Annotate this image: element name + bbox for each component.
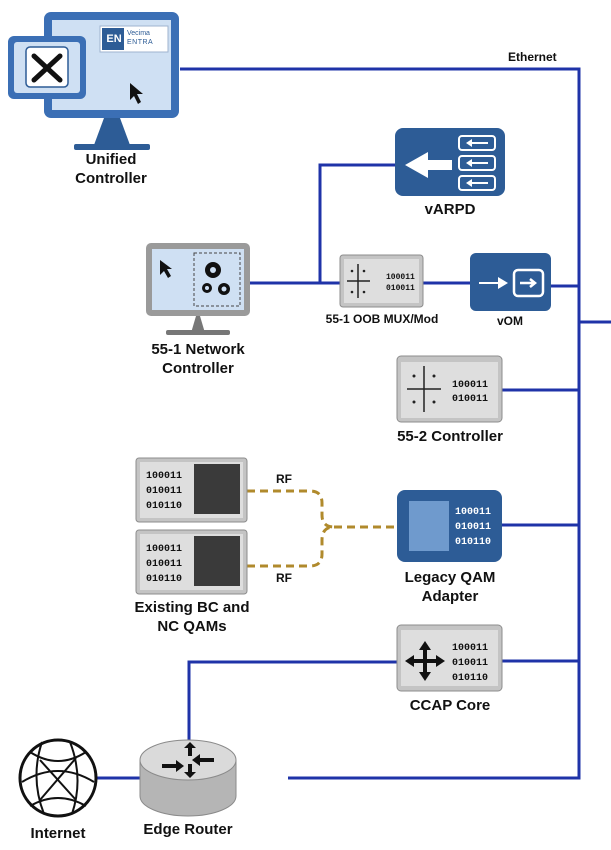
label-line: Controller (75, 170, 147, 187)
label-line: 55-1 Network (151, 341, 245, 358)
existing-qam-1-device-icon: 100011 010011 010110 (135, 457, 248, 523)
logo-left: EN (106, 33, 122, 45)
existing-qam-2-device-icon: 100011 010011 010110 (135, 529, 248, 595)
tools-icon (31, 53, 63, 83)
label-line: Adapter (421, 588, 479, 605)
existing-qam-code-line: 010110 (146, 574, 182, 585)
existing-qam-code-line: 100011 (146, 544, 182, 555)
controller-55-2-code-line: 010011 (452, 394, 488, 405)
label-line: NC QAMs (157, 618, 227, 635)
existing-qam-code-line: 010011 (146, 559, 182, 570)
ethernet-label: Ethernet (508, 50, 557, 64)
legacy-qam-code-line: 010110 (455, 537, 491, 548)
rf-link-bottom (247, 525, 335, 568)
ccap-core-device-icon: 100011 010011 010110 (396, 624, 503, 692)
cursor-icon (160, 260, 172, 278)
rf-label-bottom: RF (276, 571, 292, 585)
label-line: Unified (85, 151, 137, 168)
legacy-qam-code-line: 100011 (455, 507, 491, 518)
network-controller-label: 55-1 Network Controller (126, 340, 270, 378)
oob-code-line: 010011 (386, 284, 415, 293)
existing-qam-code-line: 010110 (146, 501, 182, 512)
edge-router-icon (139, 739, 237, 817)
existing-qam-code-line: 010011 (146, 486, 182, 497)
controller-55-2-device-icon: 100011 010011 (396, 355, 503, 423)
varpd-label: vARPD (424, 201, 476, 218)
ccap-code-line: 010011 (452, 658, 488, 669)
existing-qam-code-line: 100011 (146, 471, 182, 482)
ccap-code-line: 100011 (452, 643, 488, 654)
unified-controller-label: Unified Controller (56, 150, 166, 188)
ccap-code-line: 010110 (452, 673, 488, 684)
logo-right-top: Vecima (127, 30, 150, 37)
legacy-qam-device-icon: 100011 010011 010110 (397, 490, 502, 562)
label-line: Legacy QAM (404, 569, 496, 586)
ethernet-links (96, 67, 611, 780)
cursor-icon (130, 83, 143, 104)
vom-label: vOM (496, 314, 523, 328)
ccap-core-label: CCAP Core (409, 697, 491, 714)
network-controller-icon (146, 243, 250, 335)
link-edge-router-ccap (187, 660, 398, 748)
unified-controller-icon (8, 12, 179, 150)
rf-links (247, 489, 397, 568)
legacy-qam-code-line: 010011 (455, 522, 491, 533)
link-varpd (318, 163, 395, 283)
label-line: Existing BC and (134, 599, 250, 616)
rf-label-top: RF (276, 472, 292, 486)
label-line: Controller (162, 360, 234, 377)
varpd-device-icon (395, 128, 505, 196)
edge-router-label: Edge Router (143, 821, 233, 838)
oob-code-line: 100011 (386, 273, 415, 282)
vecima-entra-logo: EN Vecima ENTRA (102, 28, 168, 50)
logo-right-bottom: ENTRA (127, 39, 154, 46)
controller-55-2-label: 55-2 Controller (397, 428, 503, 445)
existing-qams-label: Existing BC and NC QAMs (116, 598, 268, 636)
oob-mux-device-icon: 100011 010011 (339, 254, 424, 308)
rf-link-top (247, 489, 335, 529)
internet-label: Internet (30, 825, 86, 842)
internet-globe-icon (18, 738, 98, 818)
oob-mux-label: 55-1 OOB MUX/Mod (325, 312, 439, 326)
controller-55-2-code-line: 100011 (452, 380, 488, 391)
vom-device-icon (470, 253, 551, 311)
link-unified-controller (180, 67, 581, 780)
legacy-qam-label: Legacy QAM Adapter (380, 568, 520, 606)
